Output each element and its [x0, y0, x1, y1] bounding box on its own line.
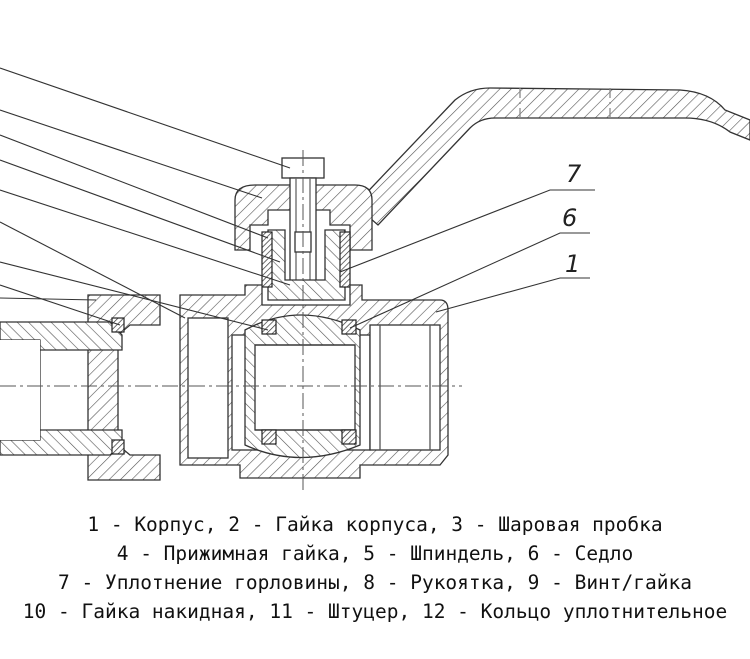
valve-cross-section-drawing: 7 6 1 [0, 67, 750, 490]
fitting-part [0, 321, 123, 456]
center-axis [0, 150, 462, 490]
legend-line-4: 10 - Гайка накидная, 11 - Штуцер, 12 - К… [22, 600, 728, 623]
callout-7: 7 [566, 160, 582, 188]
leader-lines-left [0, 67, 291, 331]
sealing-ring-part [111, 317, 125, 455]
leader-lines-right [339, 189, 595, 329]
seat-part [261, 319, 357, 445]
callout-1: 1 [565, 250, 580, 278]
parts-legend: 1 - Корпус, 2 - Гайка корпуса, 3 - Шаров… [0, 510, 750, 626]
callout-6: 6 [562, 204, 577, 232]
spindle-part [267, 229, 346, 301]
body-nut-part [234, 184, 373, 251]
handle-part [354, 87, 750, 226]
legend-line-1: 1 - Корпус, 2 - Гайка корпуса, 3 - Шаров… [87, 513, 663, 536]
legend-line-2: 4 - Прижимная гайка, 5 - Шпиндель, 6 - С… [116, 542, 634, 565]
legend-line-3: 7 - Уплотнение горловины, 8 - Рукоятка, … [58, 571, 692, 594]
